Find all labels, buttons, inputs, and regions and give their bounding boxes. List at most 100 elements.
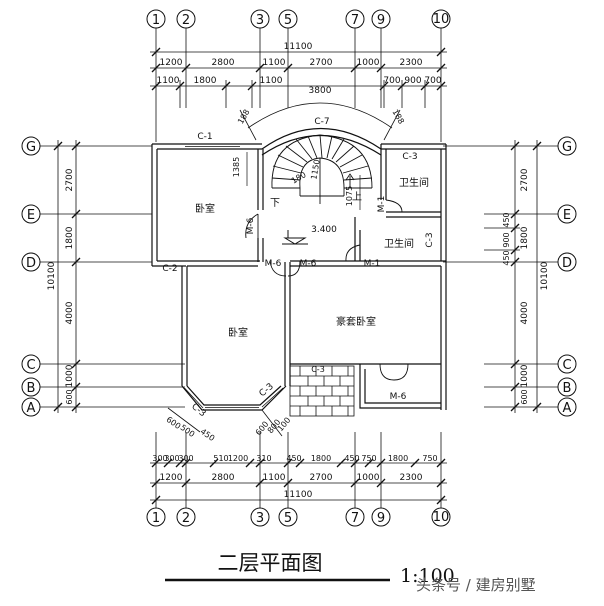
axis-label-right-E: E	[563, 208, 571, 223]
dim-left-4: 1000	[65, 364, 75, 387]
dim-bottom-top-6: 310	[256, 454, 271, 463]
left-dimension-lines	[40, 140, 185, 413]
dim-bottom-mid-3: 1100	[263, 473, 286, 483]
dim-right-5: 600	[520, 389, 529, 404]
room-label-bedroom-sw: 卧室	[228, 326, 248, 339]
axis-label-top-1: 1	[152, 13, 160, 28]
window-c3-ne-label: C-3	[402, 152, 417, 162]
arc-dimension	[239, 102, 401, 141]
door-m6-a-label: M-6	[265, 259, 282, 269]
dim-bottom-top-1: 300	[152, 454, 167, 463]
room-label-master-bedroom: 豪套卧室	[336, 315, 376, 328]
bottom-axis-bubbles	[146, 507, 451, 527]
dim-top-mid-4: 2700	[310, 58, 333, 68]
dim-bottom-total: 11100	[284, 490, 313, 500]
axis-label-right-B: B	[563, 381, 572, 396]
dim-top-mid-3: 1100	[263, 58, 286, 68]
dim-bottom-mid-5: 1000	[357, 473, 380, 483]
right-axis-bubbles	[557, 136, 577, 417]
stair-down-label: 下	[270, 198, 280, 209]
door-m1-mid-label: M-1	[364, 259, 381, 269]
dim-top-low-4: 700	[383, 76, 400, 86]
axis-label-bottom-9: 9	[377, 511, 385, 526]
axis-label-right-G: G	[562, 140, 572, 155]
dim-top-low-3: 1100	[260, 76, 283, 86]
window-c3-mid-label: C-3	[425, 232, 435, 247]
dim-top-mid-6: 2300	[400, 58, 423, 68]
axis-label-bottom-1: 1	[152, 511, 160, 526]
dim-bottom-top-7: 450	[286, 454, 301, 463]
dim-bottom-mid-2: 2800	[212, 473, 235, 483]
door-m1-ne-label: M-1	[377, 196, 387, 213]
spiral-stair	[271, 134, 373, 204]
dim-left-2: 1800	[65, 226, 75, 249]
dim-angled-left-2: 500	[179, 423, 197, 439]
top-axis-bubbles	[146, 9, 451, 29]
dim-top-mid-5: 1000	[357, 58, 380, 68]
dim-left-3: 4000	[65, 301, 75, 324]
dim-left-total: 10100	[47, 261, 57, 290]
right-dimension-lines	[443, 140, 558, 413]
dim-left-5: 600	[65, 389, 74, 404]
axis-label-top-7: 7	[351, 13, 359, 28]
bottom-dimension-lines	[150, 407, 447, 508]
dim-angled-right-3: 100	[276, 416, 293, 433]
dim-bottom-mid-4: 2700	[310, 473, 333, 483]
dim-top-low-1: 1100	[157, 76, 180, 86]
axis-label-bottom-7: 7	[351, 511, 359, 526]
stair-dim-180: 180	[290, 170, 308, 185]
axis-label-top-2: 2	[182, 13, 190, 28]
dim-top-mid-1: 1200	[160, 58, 183, 68]
dim-right-small-3: 450	[502, 250, 511, 265]
axis-label-left-D: D	[26, 256, 36, 271]
window-c1-label: C-1	[197, 132, 212, 142]
axis-label-right-A: A	[563, 401, 572, 416]
dim-top-total: 11100	[284, 42, 313, 52]
dim-arc-left: 188	[236, 108, 251, 126]
dim-bottom-top-9: 450	[344, 454, 359, 463]
dim-bottom-mid-1: 1200	[160, 473, 183, 483]
axis-label-right-C: C	[562, 358, 571, 373]
window-c2-label: C-2	[162, 264, 177, 274]
level-symbol	[282, 230, 308, 245]
axis-label-left-A: A	[27, 401, 36, 416]
left-axis-bubbles	[21, 136, 41, 417]
axis-label-left-C: C	[26, 358, 35, 373]
dim-bottom-top-10: 750	[361, 454, 376, 463]
axis-label-top-10: 10	[433, 12, 450, 27]
axis-label-left-G: G	[26, 140, 36, 155]
axis-label-bottom-5: 5	[284, 511, 292, 526]
dim-right-3: 4000	[520, 301, 530, 324]
dim-bottom-top-2: 300	[164, 454, 179, 463]
watermark: 头条号 / 建房别墅	[416, 576, 536, 594]
dim-bottom-top-3: 300	[178, 454, 193, 463]
dim-right-4: 1000	[520, 364, 530, 387]
axis-label-bottom-2: 2	[182, 511, 190, 526]
axis-label-top-9: 9	[377, 13, 385, 28]
door-m6-balcony-label: M-6	[390, 392, 407, 402]
dim-bottom-top-8: 1800	[311, 454, 331, 463]
door-m6-nw-label: M-6	[246, 217, 256, 234]
dim-bottom-top-12: 750	[422, 454, 437, 463]
dim-right-small-2: 900	[502, 232, 511, 247]
dim-right-total: 10100	[540, 261, 550, 290]
stair-up-label: 上	[352, 191, 362, 203]
dim-top-low-5: 900	[404, 76, 421, 86]
dim-right-small-1: 450	[502, 212, 511, 227]
window-c7-label: C-7	[314, 117, 329, 127]
drawing-scale: 1:100	[400, 565, 455, 587]
doors	[245, 199, 409, 381]
dim-right-1: 2700	[520, 168, 530, 191]
floor-elevation: 3.400	[311, 225, 337, 235]
stair-dim-1150: 1150	[309, 159, 321, 181]
window-c3-bay-label: C-3	[189, 402, 207, 419]
top-dimension-lines	[150, 28, 447, 142]
dim-arc: 3800	[309, 86, 332, 96]
dim-bottom-top-11: 1800	[388, 454, 408, 463]
dim-bottom-top-5: 1200	[228, 454, 248, 463]
dim-angled-left-3: 450	[199, 427, 217, 443]
stair-dim-1075: 1075	[345, 186, 354, 206]
axis-label-top-3: 3	[256, 13, 264, 28]
drawing-title: 二层平面图	[218, 551, 323, 575]
window-c3-shaft-label: C-3	[311, 365, 325, 374]
